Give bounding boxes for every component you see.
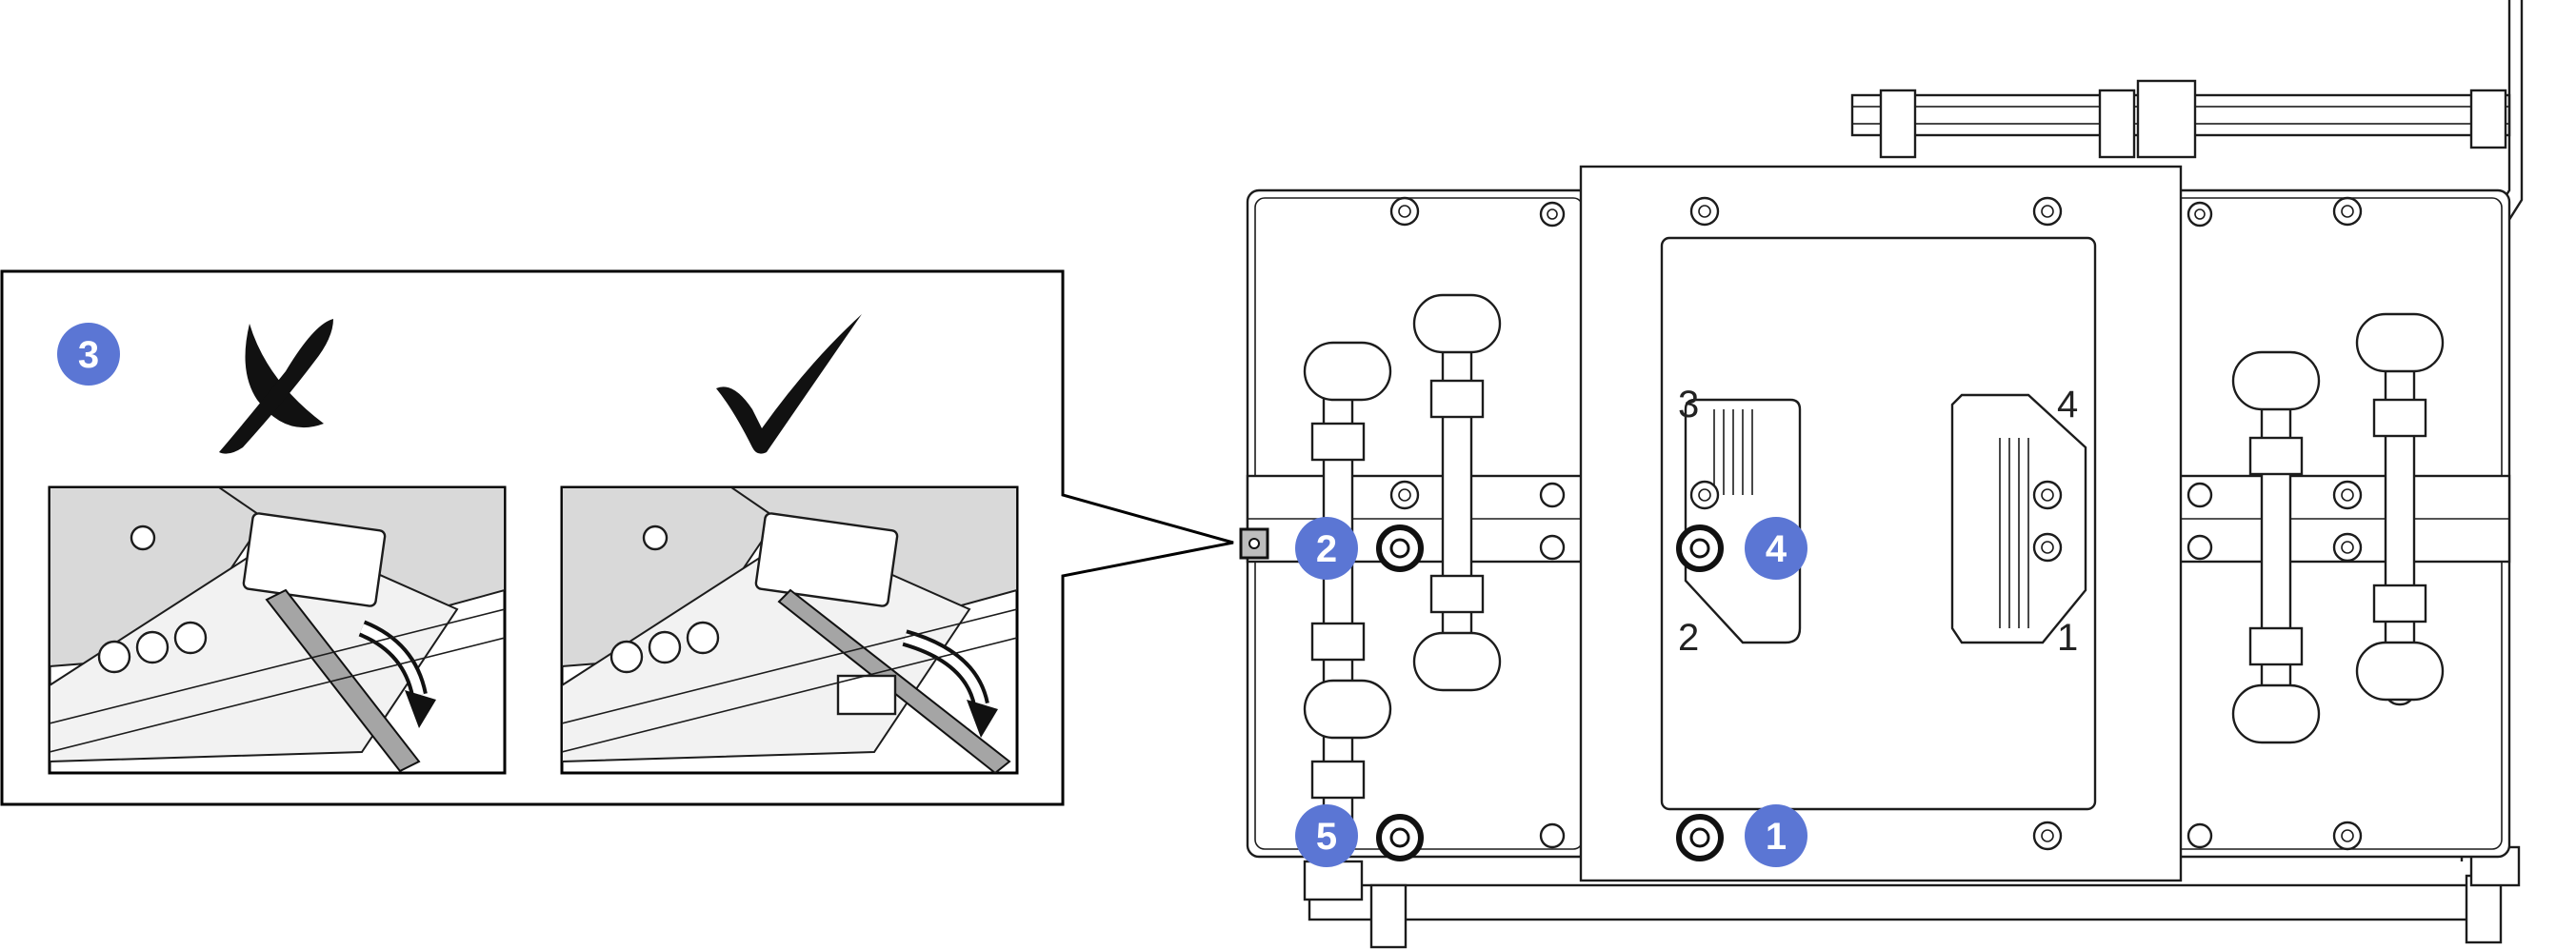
tube-clip — [2098, 89, 2136, 159]
tube-clip — [2469, 89, 2507, 149]
captive-screws — [1376, 524, 1724, 861]
callout-badge-2: 2 — [1295, 517, 1358, 580]
svg-text:1: 1 — [1766, 816, 1787, 858]
tube-clamps — [1303, 293, 2445, 744]
incorrect-method-panel — [48, 485, 507, 775]
callout-badge-1: 1 — [1745, 804, 1807, 867]
bottom-tube-rail — [1308, 883, 2483, 921]
svg-text:4: 4 — [1766, 528, 1787, 570]
svg-text:5: 5 — [1316, 816, 1337, 858]
tube-clip — [1879, 89, 1917, 159]
cold-plate-assembly: 3 2 4 1 1 2 4 5 — [1239, 0, 2524, 949]
sequence-label-2: 2 — [1678, 617, 1699, 659]
pry-slot-hole — [1248, 538, 1260, 549]
svg-text:✗: ✗ — [0, 0, 1, 1]
sequence-label-4: 4 — [2057, 384, 2078, 426]
correct-check-icon: ✓ — [0, 0, 862, 454]
detail-inset: 3 ✗ ✓ — [0, 0, 1234, 806]
callout-badge-3: 3 — [57, 323, 120, 386]
callout-badge-4: 4 — [1745, 517, 1807, 580]
correct-method-panel — [560, 485, 1019, 775]
mount-screws — [1389, 196, 2363, 851]
tube-clip — [1369, 883, 1408, 949]
sequence-label-1: 1 — [2057, 617, 2078, 659]
tube-clip — [1303, 860, 1364, 901]
callout-badge-5: 5 — [1295, 804, 1358, 867]
tube-clip — [2136, 79, 2197, 159]
pry-slot — [1239, 527, 1269, 560]
sequence-label-3: 3 — [1678, 384, 1699, 426]
svg-text:3: 3 — [78, 334, 99, 376]
svg-text:✓: ✓ — [0, 0, 1, 1]
left-cutout-fins — [1713, 409, 1753, 495]
center-plate-window — [1660, 236, 2097, 811]
right-cutout-fins — [1999, 438, 2029, 628]
svg-text:2: 2 — [1316, 528, 1337, 570]
wrong-x-icon: ✗ — [0, 0, 333, 454]
